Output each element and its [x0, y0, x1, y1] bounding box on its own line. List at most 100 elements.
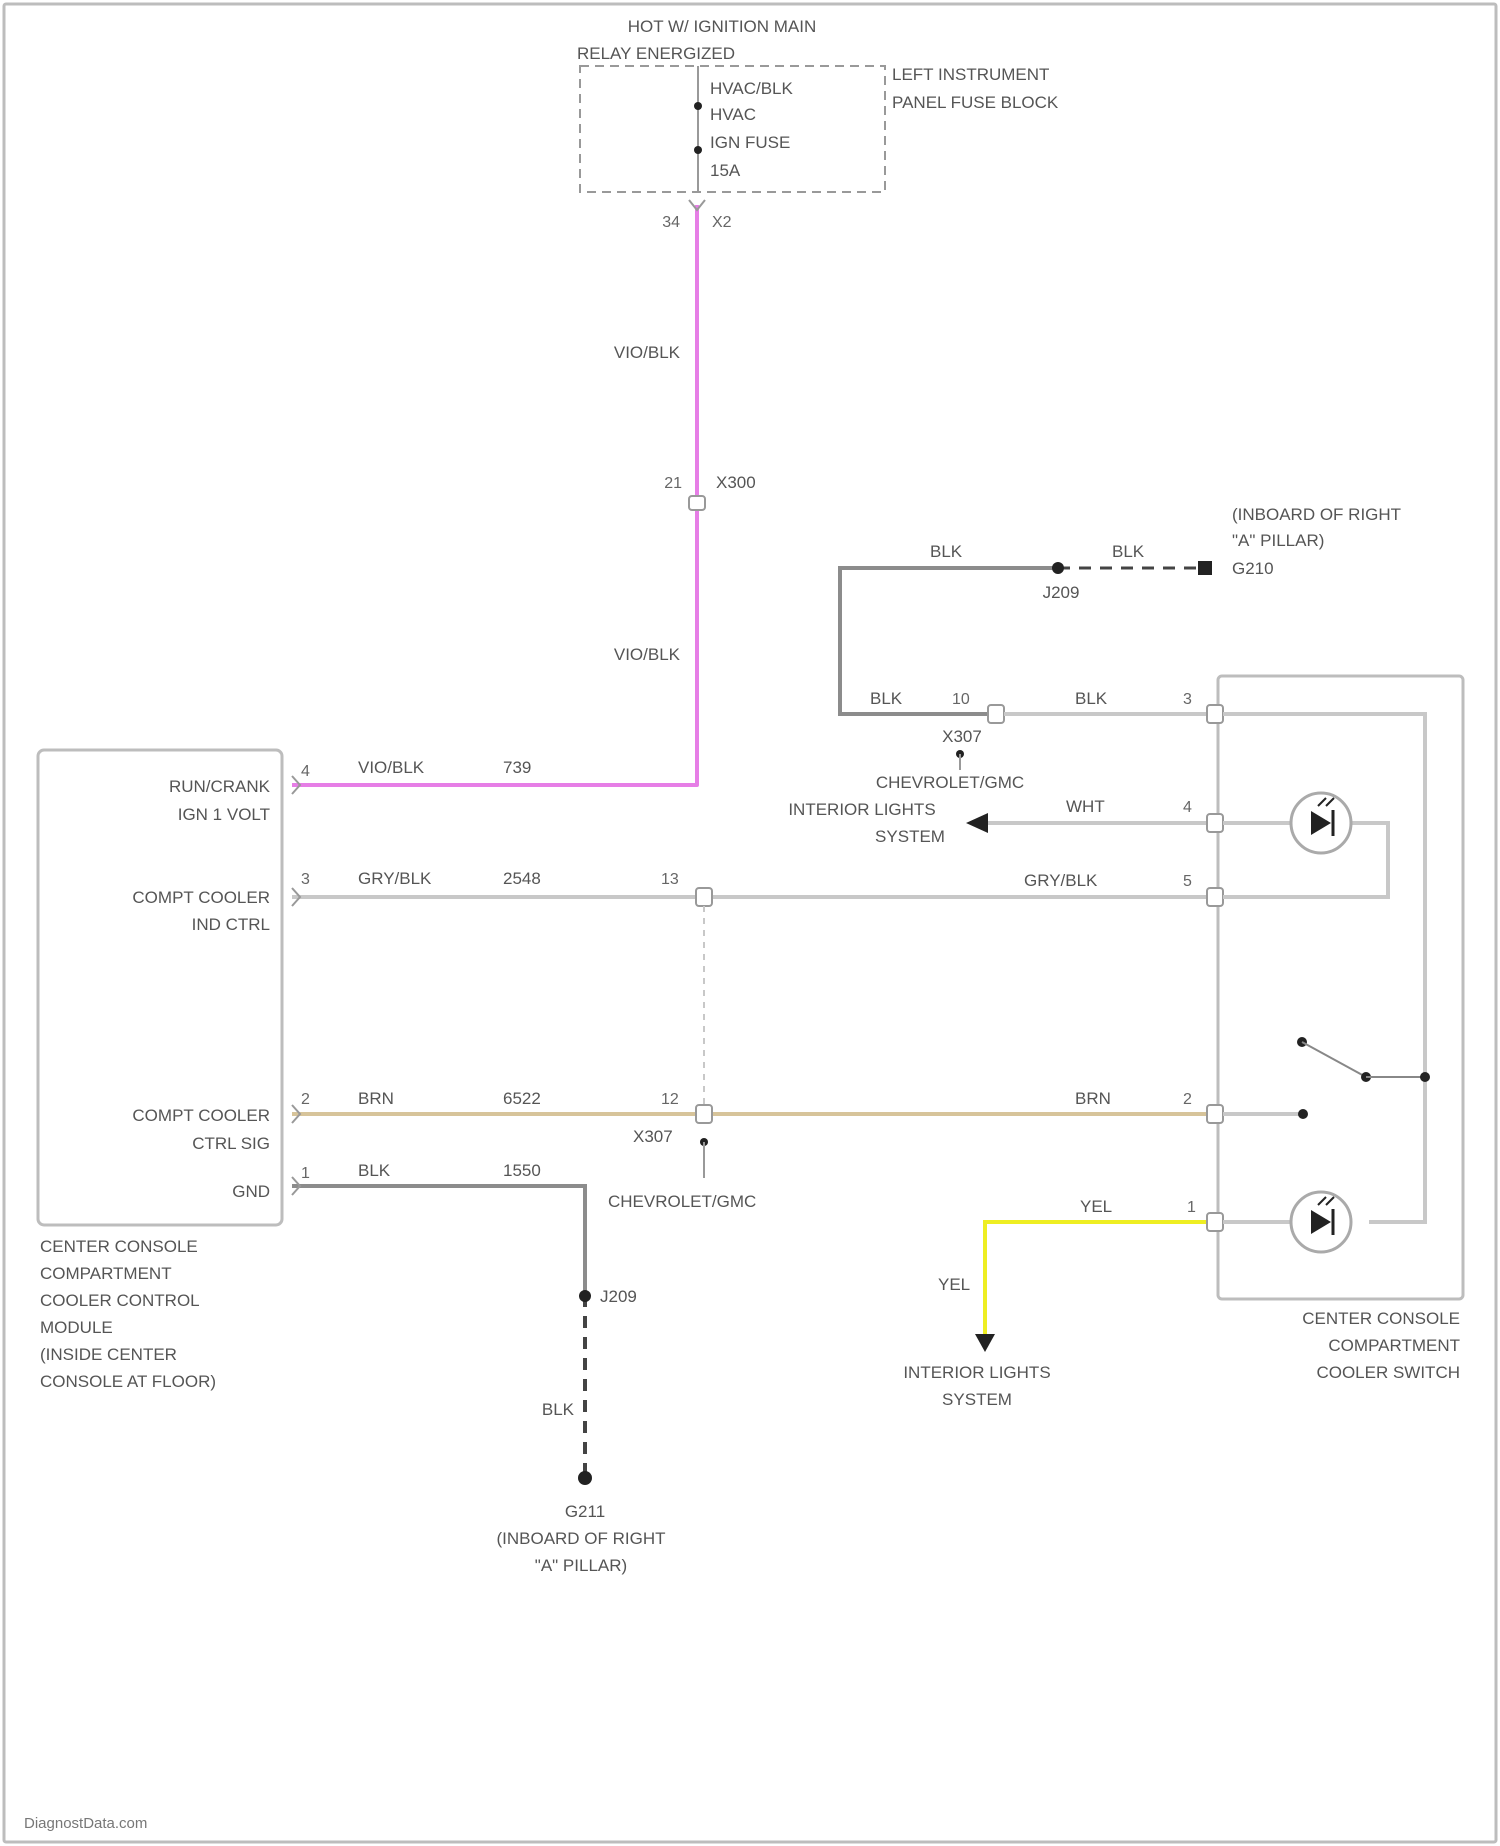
- illumination-lamp-icon: [1291, 1192, 1351, 1252]
- g211-location-line1: (INBOARD OF RIGHT: [496, 1529, 665, 1548]
- yel-wire: YEL YEL INTERIOR LIGHTS SYSTEM: [903, 1197, 1215, 1409]
- fuse-pin-left: 34: [662, 214, 680, 231]
- switch-terminal: [1207, 705, 1223, 723]
- g210-location-line2: "A" PILLAR): [1232, 531, 1324, 550]
- fuse-line1: HVAC/BLK: [710, 79, 793, 98]
- g211-ground-point: [578, 1471, 592, 1485]
- switch-pin-yel: 1: [1187, 1199, 1196, 1216]
- x307-gry-pin: 13: [661, 871, 679, 888]
- interior-lights-line2: SYSTEM: [942, 1390, 1012, 1409]
- x300-connector: [689, 496, 705, 510]
- switch-name-line3: COOLER SWITCH: [1316, 1363, 1460, 1382]
- x307-brn-connector: [696, 1105, 712, 1123]
- x300-label: X300: [716, 473, 756, 492]
- module-name-line6: CONSOLE AT FLOOR): [40, 1372, 216, 1391]
- wht-wire: WHT: [966, 797, 1215, 833]
- yel-label-1: YEL: [1080, 1197, 1112, 1216]
- indicator-lamp-icon: [1291, 793, 1351, 853]
- fuse-header-line1: HOT W/ IGNITION MAIN: [628, 17, 817, 36]
- blk-gnd-circuit-label: 1550: [503, 1161, 541, 1180]
- vio-blk-label-2: VIO/BLK: [614, 645, 681, 664]
- fuse-block-name-line2: PANEL FUSE BLOCK: [892, 93, 1059, 112]
- module-name-line5: (INSIDE CENTER: [40, 1345, 177, 1364]
- wht-label: WHT: [1066, 797, 1105, 816]
- module-name-line1: CENTER CONSOLE: [40, 1237, 198, 1256]
- vio-blk-label-3: VIO/BLK: [358, 758, 425, 777]
- module-pin-ind: 3: [301, 871, 310, 888]
- blk-gnd-label: BLK: [358, 1161, 391, 1180]
- fuse-block: HOT W/ IGNITION MAIN RELAY ENERGIZED HVA…: [577, 17, 1059, 231]
- yel-arrow: [975, 1334, 995, 1352]
- brn-label-1: BRN: [358, 1089, 394, 1108]
- switch-name-line1: CENTER CONSOLE: [1302, 1309, 1460, 1328]
- module-terminals: [292, 776, 300, 1195]
- x300-pin: 21: [664, 475, 682, 492]
- fuse-pin-right: X2: [712, 214, 732, 231]
- chev-top-line3: SYSTEM: [875, 827, 945, 846]
- switch-terminal: [1207, 888, 1223, 906]
- x307-brn-pin: 12: [661, 1091, 679, 1108]
- module-pin-run: 4: [301, 763, 310, 780]
- x307-top-connector: [988, 705, 1004, 723]
- j209-bottom-label: J209: [600, 1287, 637, 1306]
- module-run-line1: RUN/CRANK: [169, 777, 271, 796]
- switch-terminal: [1207, 1213, 1223, 1231]
- blk-x307-label: BLK: [870, 689, 903, 708]
- vio-blk-label-1: VIO/BLK: [614, 343, 681, 362]
- momentary-switch-icon: [1297, 1037, 1430, 1119]
- module-run-line2: IGN 1 VOLT: [178, 805, 270, 824]
- j209-splice-top: [1052, 562, 1064, 574]
- yel-wire-path: [985, 1222, 1215, 1334]
- switch-pin-top: 3: [1183, 691, 1192, 708]
- blk-g211-label: BLK: [542, 1400, 575, 1419]
- gry-blk-wire: GRY/BLK 2548 GRY/BLK 13: [292, 869, 1215, 906]
- ground-wire-g211: BLK 1550 J209 BLK G211 (INBOARD OF RIGHT…: [292, 1161, 666, 1575]
- brn-wire: BRN 6522 BRN 12 X307 CHEVROLET/GMC: [292, 1089, 1215, 1211]
- switch-terminal: [1207, 814, 1223, 832]
- fuse-node: [694, 146, 702, 154]
- cooler-control-module: 4 RUN/CRANK IGN 1 VOLT 3 COMPT COOLER IN…: [38, 750, 310, 1391]
- fuse-header-line2: RELAY ENERGIZED: [577, 44, 735, 63]
- cooler-switch: 3 4 5 2 1: [1183, 676, 1463, 1382]
- wht-arrow: [966, 813, 988, 833]
- module-name-line4: MODULE: [40, 1318, 113, 1337]
- module-ind-line1: COMPT COOLER: [132, 888, 270, 907]
- fuse-line2: HVAC: [710, 105, 756, 124]
- blk-switch-label: BLK: [1075, 689, 1108, 708]
- x307-bottom-label: X307: [633, 1127, 673, 1146]
- switch-pin-gry: 5: [1183, 873, 1192, 890]
- x307-gry-connector: [696, 888, 712, 906]
- switch-internal-ground: [1223, 714, 1425, 1222]
- chev-top-line2: INTERIOR LIGHTS: [788, 800, 935, 819]
- interior-lights-line1: INTERIOR LIGHTS: [903, 1363, 1050, 1382]
- x307-top-pin: 10: [952, 691, 970, 708]
- module-gnd-label: GND: [232, 1182, 270, 1201]
- vio-blk-wire-path: [292, 205, 697, 785]
- g210-label: G210: [1232, 559, 1274, 578]
- chevrolet-gmc-bottom: CHEVROLET/GMC: [608, 1192, 756, 1211]
- module-name-line3: COOLER CONTROL: [40, 1291, 200, 1310]
- g210-ground-point: [1198, 561, 1212, 575]
- gry-blk-circuit-label: 2548: [503, 869, 541, 888]
- module-ctrl-line2: CTRL SIG: [192, 1134, 270, 1153]
- fuse-node: [694, 102, 702, 110]
- brn-circuit-label: 6522: [503, 1089, 541, 1108]
- g211-location-line2: "A" PILLAR): [535, 1556, 627, 1575]
- module-ctrl-line1: COMPT COOLER: [132, 1106, 270, 1125]
- gry-blk-label-1: GRY/BLK: [358, 869, 432, 888]
- module-name-line2: COMPARTMENT: [40, 1264, 172, 1283]
- switch-pin-wht: 4: [1183, 799, 1192, 816]
- g211-label: G211: [565, 1502, 605, 1521]
- watermark: DiagnostData.com: [24, 1815, 147, 1832]
- fuse-block-name-line1: LEFT INSTRUMENT: [892, 65, 1049, 84]
- gry-blk-label-2: GRY/BLK: [1024, 871, 1098, 890]
- g210-location-line1: (INBOARD OF RIGHT: [1232, 505, 1401, 524]
- chev-top-line1: CHEVROLET/GMC: [876, 773, 1024, 792]
- module-pin-ctrl: 2: [301, 1091, 310, 1108]
- switch-name-line2: COMPARTMENT: [1328, 1336, 1460, 1355]
- switch-terminal: [1207, 1105, 1223, 1123]
- vio-blk-wire: VIO/BLK 21 X300 VIO/BLK VIO/BLK 739: [292, 200, 756, 785]
- blk-top-label-2: BLK: [1112, 542, 1145, 561]
- j209-top-label: J209: [1043, 583, 1080, 602]
